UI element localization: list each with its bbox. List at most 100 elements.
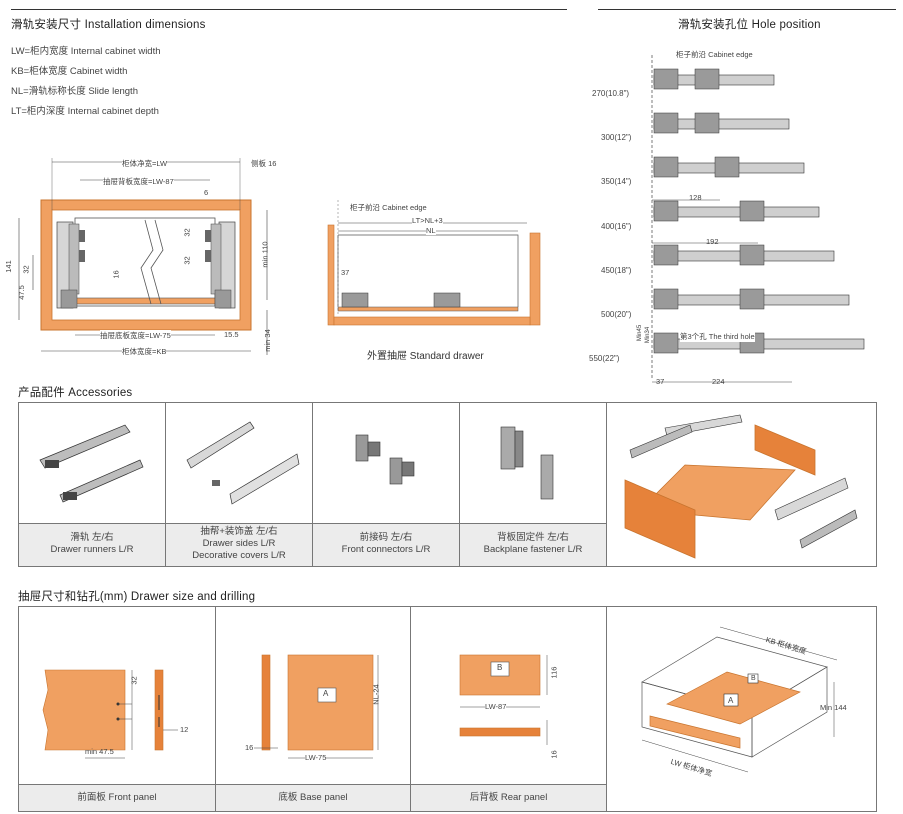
accessories-grid — [18, 402, 877, 567]
dim-min110: min 110 — [260, 241, 270, 268]
hole-size-500: 500(20") — [601, 310, 632, 319]
front-12-label: 12 — [180, 725, 189, 734]
side-37-label: 37 — [341, 268, 350, 277]
acc-sides-en: Drawer sides L/R — [202, 538, 276, 549]
install-title-rule — [11, 9, 567, 10]
dim-141: 141 — [3, 260, 13, 273]
dim-47: 47.5 — [16, 285, 26, 300]
rear-16-label: 16 — [549, 750, 559, 759]
install-title: 滑轨安装尺寸 Installation dimensions — [11, 19, 206, 31]
slide-bracket-front — [653, 68, 679, 90]
hole-third: 第3个孔 The third hole — [680, 331, 755, 342]
base-16-label: 16 — [245, 743, 254, 752]
acc-divider-3 — [459, 402, 460, 567]
dim-32c: 32 — [182, 256, 192, 265]
acc-sides-en2: Decorative covers L/R — [192, 550, 286, 561]
drawer-caption-base: 底板 Base panel — [216, 784, 410, 811]
hole-size-550: 550(22") — [589, 354, 620, 363]
dim-32a: 32 — [21, 265, 31, 274]
legend-lw: LW=柜内宽度 Internal cabinet width — [11, 46, 161, 57]
legend-nl: NL=滑轨标称长度 Slide length — [11, 86, 138, 97]
slide-rail — [653, 206, 820, 218]
slide-bracket-rear — [739, 288, 765, 310]
drawer-runners-image — [39, 424, 144, 503]
iso-b-label: B — [751, 675, 756, 682]
rear-lw-label: LW-87 — [485, 702, 507, 711]
hole-title: 滑轨安装孔位 Hole position — [678, 19, 821, 31]
hole-192: 192 — [706, 237, 719, 246]
drw-divider-1 — [215, 606, 216, 812]
rear-panel-caption: 后背板 Rear panel — [469, 792, 548, 803]
hole-128: 128 — [689, 193, 702, 202]
hole-size-350: 350(14") — [601, 177, 632, 186]
base-panel-drawing — [254, 654, 379, 759]
legend-kb: KB=柜体宽度 Cabinet width — [11, 66, 128, 77]
dim-32b: 32 — [182, 228, 192, 237]
hole-min45: Min45 — [637, 324, 644, 342]
slide-bracket-front — [653, 244, 679, 266]
hole-224: 224 — [712, 377, 725, 386]
acc-divider-1 — [165, 402, 166, 567]
slide-bracket-front — [653, 332, 679, 354]
rear-panel-drawing — [459, 654, 548, 745]
hole-min34: Min34 — [645, 326, 652, 344]
drawer-title: 抽屉尺寸和钻孔(mm) Drawer size and drilling — [18, 591, 256, 603]
acc-caption-runners: 滑轨 左/右 Drawer runners L/R — [19, 523, 165, 566]
hole-37: 37 — [656, 377, 665, 386]
hole-title-rule — [598, 9, 896, 10]
base-letter: A — [323, 689, 329, 698]
dim-side: 侧板 16 — [251, 159, 277, 168]
side-edge-label: 柜子前沿 Cabinet edge — [350, 203, 427, 212]
acc-divider-2 — [312, 402, 313, 567]
dim-bottom: 抽屉底板宽度=LW-75 — [100, 330, 171, 341]
iso-a-label: A — [728, 696, 734, 705]
slide-bracket-front — [653, 112, 679, 134]
slide-bracket-rear — [694, 68, 720, 90]
dim-lw: 柜体净宽=LW — [122, 158, 168, 169]
acc-fastener-cn: 背板固定件 左/右 — [497, 532, 569, 543]
slide-bracket-front — [653, 288, 679, 310]
slide-bracket-front — [653, 156, 679, 178]
rear-letter: B — [497, 663, 503, 672]
acc-runners-cn: 滑轨 左/右 — [70, 532, 114, 543]
acc-fastener-en: Backplane fastener L/R — [483, 544, 583, 555]
hole-size-450: 450(18") — [601, 266, 632, 275]
hole-size-300: 300(12") — [601, 133, 632, 142]
acc-caption-fastener: 背板固定件 左/右 Backplane fastener L/R — [460, 523, 606, 566]
hole-size-400: 400(16") — [601, 222, 632, 231]
accessories-title: 产品配件 Accessories — [18, 387, 133, 399]
iso-cabinet-drawing — [641, 626, 838, 773]
iso-min-label: Min 144 — [820, 703, 847, 712]
hole-edge-label: 柜子前沿 Cabinet edge — [676, 50, 753, 59]
dim-kb: 柜体宽度=KB — [122, 346, 167, 357]
drawer-sides-image — [186, 421, 300, 505]
side-view-diagram — [327, 200, 541, 326]
legend-lt: LT=柜内深度 Internal cabinet depth — [11, 106, 159, 117]
hole-diagram — [651, 55, 865, 383]
dim-back: 抽屉背板宽度=LW-87 — [103, 176, 174, 187]
front-panel-drawing — [42, 669, 178, 759]
dim-6: 6 — [204, 188, 209, 197]
front-connectors-image — [355, 434, 415, 485]
rear-116-label: 116 — [549, 666, 559, 679]
side-lt-label: LT>NL+3 — [412, 216, 443, 225]
base-panel-caption: 底板 Base panel — [278, 792, 348, 803]
drawer-grid — [18, 606, 877, 812]
front-view-diagram — [18, 158, 268, 355]
acc-divider-4 — [606, 402, 607, 567]
base-lw-label: LW-75 — [305, 753, 327, 762]
drw-divider-3 — [606, 606, 607, 812]
slide-bracket-rear — [739, 244, 765, 266]
front-panel-caption: 前面板 Front panel — [77, 792, 157, 803]
acc-sides-cn: 抽帮+装饰盖 左/右 — [200, 526, 278, 537]
side-nl-label: NL — [426, 226, 436, 235]
acc-caption-connectors: 前接码 左/右 Front connectors L/R — [313, 523, 459, 566]
hole-size-270: 270(10.8") — [592, 89, 630, 98]
dim-min34: min 34 — [262, 329, 272, 352]
front-32-label: 32 — [129, 676, 139, 685]
base-nl-label: NL-24 — [371, 684, 381, 705]
drawer-caption-front: 前面板 Front panel — [19, 784, 215, 811]
acc-runners-en: Drawer runners L/R — [50, 544, 134, 555]
acc-connectors-cn: 前接码 左/右 — [359, 532, 413, 543]
exploded-drawer-image — [624, 414, 858, 559]
